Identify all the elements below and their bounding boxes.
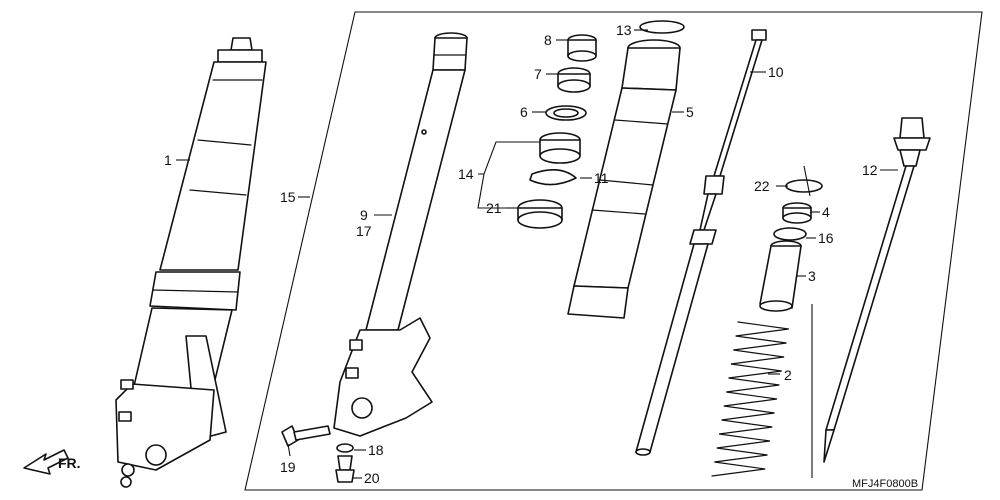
callout-9: 9 xyxy=(360,207,368,223)
callout-3: 3 xyxy=(808,268,816,284)
callout-17: 17 xyxy=(356,223,372,239)
fork-bolt-rod xyxy=(823,117,931,463)
callout-20: 20 xyxy=(364,470,380,486)
callout-labels: 1 2 3 4 5 6 7 8 9 10 11 12 13 14 15 16 1… xyxy=(164,22,878,486)
callout-16: 16 xyxy=(818,230,834,246)
callout-19: 19 xyxy=(280,459,296,475)
spring-seat-washer xyxy=(785,179,823,193)
front-direction-marker: FR. xyxy=(23,449,81,475)
callout-12: 12 xyxy=(862,162,878,178)
callout-11: 11 xyxy=(594,170,609,186)
callout-5: 5 xyxy=(686,104,694,120)
callout-13: 13 xyxy=(616,22,632,38)
oil-seal xyxy=(539,132,581,164)
stopper-ring xyxy=(529,169,577,186)
front-direction-label: FR. xyxy=(58,455,81,471)
callout-15: 15 xyxy=(280,189,296,205)
callout-6: 6 xyxy=(520,104,528,120)
callout-14: 14 xyxy=(458,166,474,182)
spring-collar xyxy=(759,240,802,312)
callout-4: 4 xyxy=(822,204,830,220)
dust-seal xyxy=(517,199,563,229)
fork-assembly-complete xyxy=(115,37,267,488)
leader-lines xyxy=(176,29,898,479)
fork-spring xyxy=(711,321,789,477)
slide-bushing xyxy=(567,34,597,62)
callout-8: 8 xyxy=(544,32,552,48)
o-ring xyxy=(773,227,807,241)
snap-ring xyxy=(639,20,685,34)
callout-10: 10 xyxy=(768,64,784,80)
callout-22: 22 xyxy=(754,178,770,194)
drain-washer xyxy=(336,443,354,453)
callout-2: 2 xyxy=(784,367,792,383)
callout-1: 1 xyxy=(164,152,172,168)
callout-18: 18 xyxy=(368,442,384,458)
inner-tube-axle-holder xyxy=(333,32,468,437)
axle-pinch-bolt xyxy=(281,425,331,447)
fork-damper xyxy=(635,29,767,456)
drawing-code: MFJ4F0800B xyxy=(852,478,918,490)
fork-slider xyxy=(567,39,681,319)
callout-7: 7 xyxy=(534,66,542,82)
guide-bushing xyxy=(557,67,591,93)
back-up-ring xyxy=(545,105,587,121)
subassembly-frame xyxy=(244,11,983,491)
callout-21: 21 xyxy=(486,200,502,216)
drain-bolt xyxy=(335,455,355,483)
lock-nut xyxy=(782,202,812,224)
